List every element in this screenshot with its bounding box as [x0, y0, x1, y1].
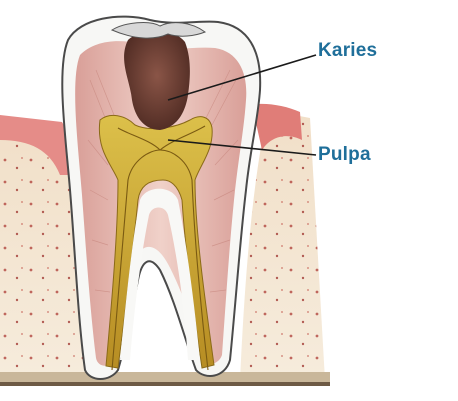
- pulpa-label: Pulpa: [318, 144, 371, 166]
- karies-label: Karies: [318, 40, 377, 62]
